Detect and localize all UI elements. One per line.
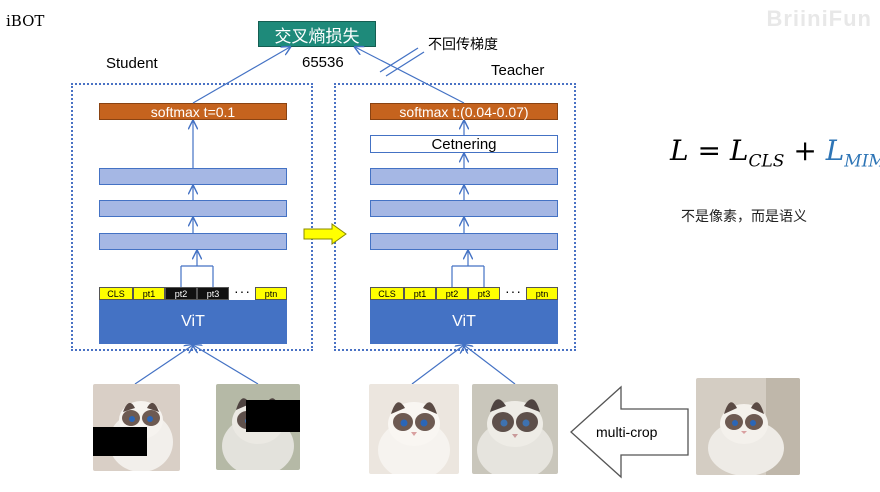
student-vit-block: ViT [99, 300, 287, 344]
teacher-crop-image-2 [472, 384, 558, 474]
student-softmax-box: softmax t=0.1 [99, 103, 287, 120]
formula-cls-term: L [729, 134, 749, 167]
teacher-layer-2 [370, 200, 558, 217]
formula-equals: = [697, 134, 721, 167]
teacher-softmax-box: softmax t:(0.04-0.07) [370, 103, 558, 120]
teacher-vit-block: ViT [370, 300, 558, 344]
student-crop-1-mask [93, 427, 147, 456]
output-dim-label: 65536 [302, 54, 344, 71]
teacher-token-pt1: pt1 [404, 287, 436, 300]
formula-plus: + [793, 134, 817, 167]
formula-mim-subscript: MIM [844, 151, 880, 172]
student-token-pt1: pt1 [133, 287, 165, 300]
teacher-crop-image-1 [369, 384, 459, 474]
no-gradient-note: 不回传梯度 [428, 37, 498, 53]
student-crop-image-2 [216, 384, 300, 470]
student-layer-3 [99, 168, 287, 185]
student-token-ellipsis: ··· [234, 283, 251, 299]
student-label: Student [106, 55, 158, 72]
teacher-token-cls: CLS [370, 287, 404, 300]
student-layer-2 [99, 200, 287, 217]
teacher-token-ptn: ptn [526, 287, 558, 300]
student-token-ptn: ptn [255, 287, 287, 300]
teacher-token-ellipsis: ··· [505, 283, 522, 299]
formula-lhs: L [670, 134, 689, 167]
loss-formula: L = LCLS + LMIM [670, 134, 880, 172]
student-crop-2-mask [246, 400, 300, 432]
cross-entropy-loss-box: 交叉熵损失 [258, 21, 376, 47]
student-token-pt2-masked: pt2 [165, 287, 197, 300]
formula-cls-subscript: CLS [748, 151, 785, 172]
student-token-cls: CLS [99, 287, 133, 300]
teacher-layer-3 [370, 168, 558, 185]
source-image [696, 378, 800, 475]
teacher-label: Teacher [491, 62, 545, 79]
formula-note: 不是像素，而是语义 [681, 209, 807, 225]
student-layer-1 [99, 233, 287, 250]
page-title: iBOT [6, 12, 45, 30]
teacher-token-pt3: pt3 [468, 287, 500, 300]
multi-crop-label: multi-crop [596, 424, 658, 440]
teacher-centering-box: Cetnering [370, 135, 558, 153]
student-token-pt3-masked: pt3 [197, 287, 229, 300]
formula-mim-term: L [825, 134, 845, 167]
watermark: BriiniFun [766, 6, 872, 31]
teacher-layer-1 [370, 233, 558, 250]
teacher-token-pt2: pt2 [436, 287, 468, 300]
student-crop-image-1 [93, 384, 180, 471]
